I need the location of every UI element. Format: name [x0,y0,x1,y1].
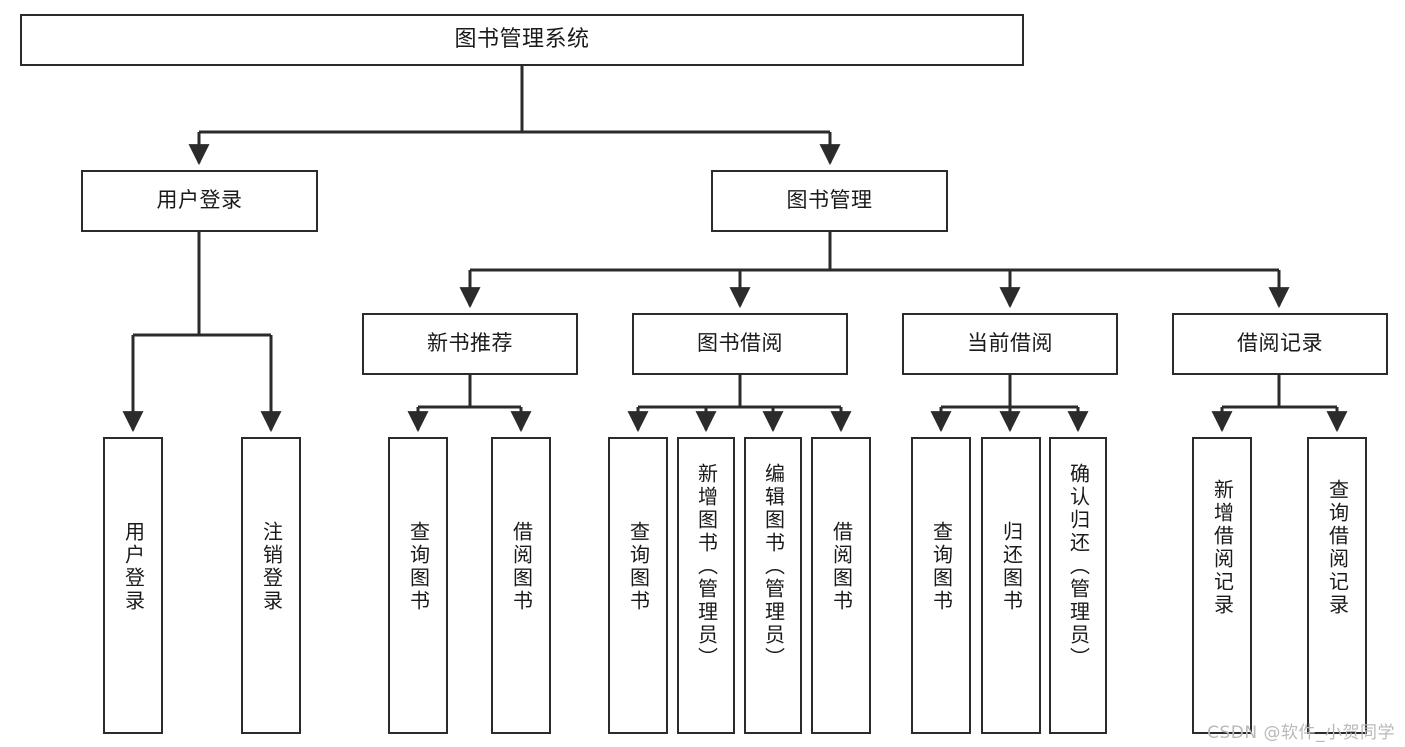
leaf-login-user-login-label: 用户登录 [121,521,146,613]
leaf-borrow-edit-book-admin-label: 编辑图书（管理员） [761,463,786,670]
leaf-recommend-borrow-book-label: 借阅图书 [509,521,534,613]
leaf-borrow-borrow-book-label: 借阅图书 [829,521,854,613]
leaf-current-return-book-label: 归还图书 [999,521,1024,613]
leaf-current-confirm-return-admin[interactable]: 确认归还（管理员） [1049,437,1107,734]
watermark-text: CSDN @软件_小贺同学 [1207,723,1395,743]
leaf-borrow-add-book-admin-label: 新增图书（管理员） [694,463,719,670]
leaf-login-logout[interactable]: 注销登录 [241,437,301,734]
leaf-login-user-login[interactable]: 用户登录 [103,437,163,734]
leaf-borrow-borrow-book[interactable]: 借阅图书 [811,437,871,734]
leaf-current-query-book-label: 查询图书 [929,521,954,613]
leaf-current-return-book[interactable]: 归还图书 [981,437,1041,734]
leaf-borrow-query-book[interactable]: 查询图书 [608,437,668,734]
leaf-record-query-record-label: 查询借阅记录 [1325,479,1350,617]
node-borrow-record-label: 借阅记录 [1237,331,1323,356]
leaf-login-logout-label: 注销登录 [259,521,284,613]
node-borrow-record[interactable]: 借阅记录 [1172,313,1388,375]
node-book-borrow-label: 图书借阅 [697,331,783,356]
node-new-book-recommend-label: 新书推荐 [427,331,513,356]
node-current-borrow[interactable]: 当前借阅 [902,313,1118,375]
leaf-current-confirm-return-admin-label: 确认归还（管理员） [1066,463,1091,670]
node-root-system[interactable]: 图书管理系统 [20,14,1024,66]
node-book-borrow[interactable]: 图书借阅 [632,313,848,375]
leaf-borrow-query-book-label: 查询图书 [626,521,651,613]
leaf-borrow-add-book-admin[interactable]: 新增图书（管理员） [677,437,735,734]
leaf-current-query-book[interactable]: 查询图书 [911,437,971,734]
node-user-login[interactable]: 用户登录 [81,170,318,232]
leaf-borrow-edit-book-admin[interactable]: 编辑图书（管理员） [744,437,802,734]
leaf-recommend-query-book[interactable]: 查询图书 [388,437,448,734]
node-root-system-label: 图书管理系统 [454,26,590,52]
leaf-recommend-borrow-book[interactable]: 借阅图书 [491,437,551,734]
leaf-recommend-query-book-label: 查询图书 [406,521,431,613]
node-user-login-label: 用户登录 [156,188,243,213]
leaf-record-add-record-label: 新增借阅记录 [1210,479,1235,617]
node-book-management[interactable]: 图书管理 [711,170,948,232]
node-new-book-recommend[interactable]: 新书推荐 [362,313,578,375]
leaf-record-add-record[interactable]: 新增借阅记录 [1192,437,1252,734]
node-book-management-label: 图书管理 [786,188,873,213]
node-current-borrow-label: 当前借阅 [967,331,1053,356]
leaf-record-query-record[interactable]: 查询借阅记录 [1307,437,1367,734]
